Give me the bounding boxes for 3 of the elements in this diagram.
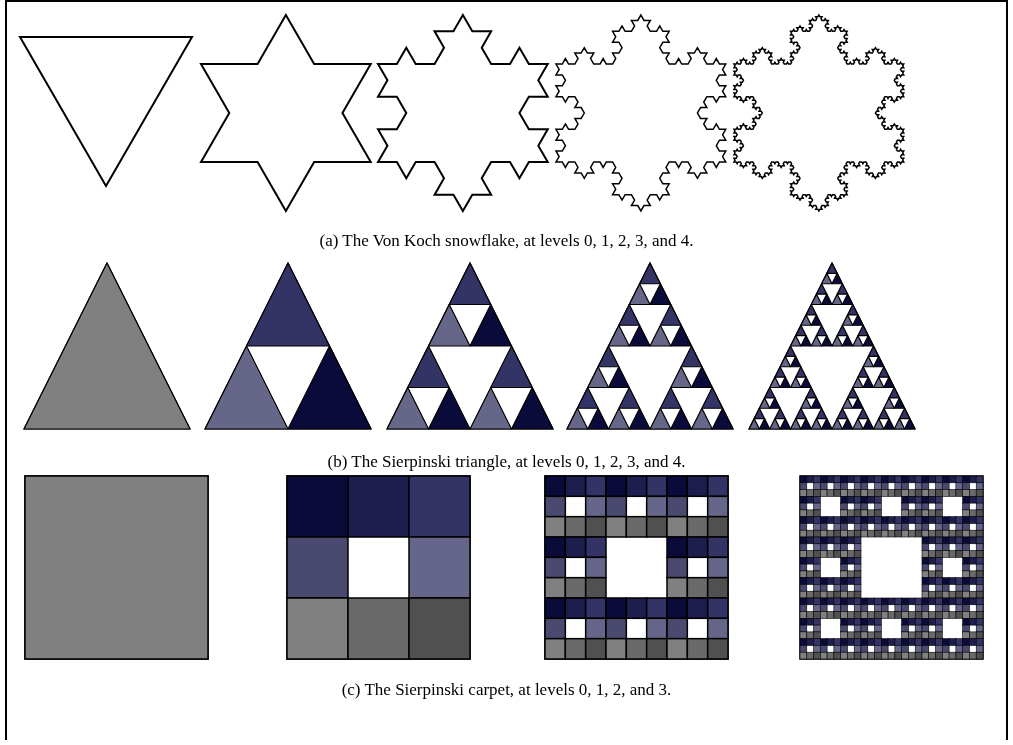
- figure-caption: (b) The Sierpinski triangle, at levels 0, 1, 2, 3, and 4.: [327, 452, 686, 472]
- figure-caption: (c) The Sierpinski carpet, at levels 0, 1, 2, and 3.: [341, 680, 672, 700]
- figure-caption: (a) The Von Koch snowflake, at levels 0, 1, 2, 3, and 4.: [319, 231, 694, 251]
